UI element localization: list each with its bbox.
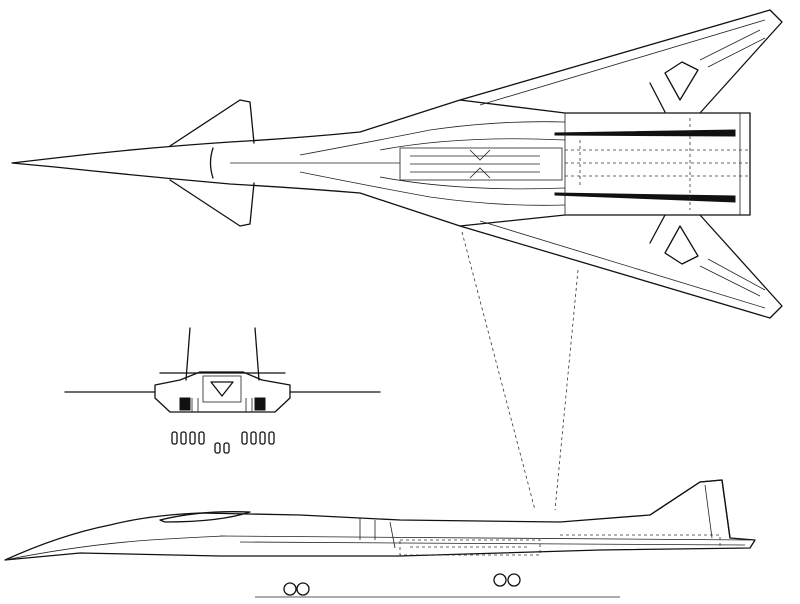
plan-engine-hidden-lines: [565, 118, 750, 210]
plan-duct-inner: [379, 138, 566, 190]
plan-wing-upper-fence: [649, 61, 699, 113]
plan-wing-upper-flap: [699, 29, 766, 68]
side-landing-gear: [283, 573, 521, 596]
plan-nacelle-lower: [554, 192, 736, 203]
front-landing-gear: [171, 431, 275, 454]
plan-intake-lower: [299, 171, 566, 206]
plan-view: [11, 9, 783, 319]
projection-lines: [461, 231, 579, 511]
front-intake-right: [254, 397, 266, 411]
plan-nacelle-upper: [554, 129, 736, 137]
plan-weapon-bay-missiles: [410, 149, 540, 179]
front-nose-box: [202, 375, 242, 403]
plan-canard-lower: [169, 179, 255, 227]
side-engine-hidden: [560, 534, 721, 548]
front-view: [64, 327, 381, 454]
plan-canard-upper: [169, 99, 255, 147]
side-weapon-bay: [399, 539, 541, 556]
side-view: [4, 479, 756, 598]
front-canopy-triangle: [210, 381, 234, 397]
side-fuselage-outline: [4, 479, 756, 561]
front-intake-left: [179, 397, 191, 411]
plan-wing-lower-flap: [699, 258, 766, 297]
plan-canopy: [209, 147, 214, 179]
front-fuselage: [154, 371, 291, 413]
plan-wing-lower-inner: [479, 220, 766, 309]
side-wing-root: [389, 521, 396, 549]
plan-rear-frame: [564, 113, 741, 215]
front-intake-ramps: [191, 398, 253, 412]
plan-wing-upper: [459, 9, 783, 114]
side-tail-fin: [649, 479, 731, 539]
side-fin-line: [704, 484, 713, 539]
plan-weapon-bay: [399, 147, 563, 181]
plan-wing-upper-inner: [479, 19, 766, 106]
plan-intake-upper: [299, 121, 566, 156]
side-intake: [359, 518, 376, 540]
front-fin-left: [185, 327, 191, 381]
plan-fuselage-outline: [11, 99, 751, 227]
plan-wing-lower-fence: [649, 214, 699, 265]
projection-line-left: [461, 231, 536, 511]
plan-wing-lower: [459, 214, 783, 319]
side-nose-probe: [4, 535, 226, 561]
projection-line-right: [554, 269, 579, 511]
front-fin-right: [254, 327, 260, 381]
side-canopy: [159, 511, 251, 523]
side-nacelle: [219, 535, 751, 546]
